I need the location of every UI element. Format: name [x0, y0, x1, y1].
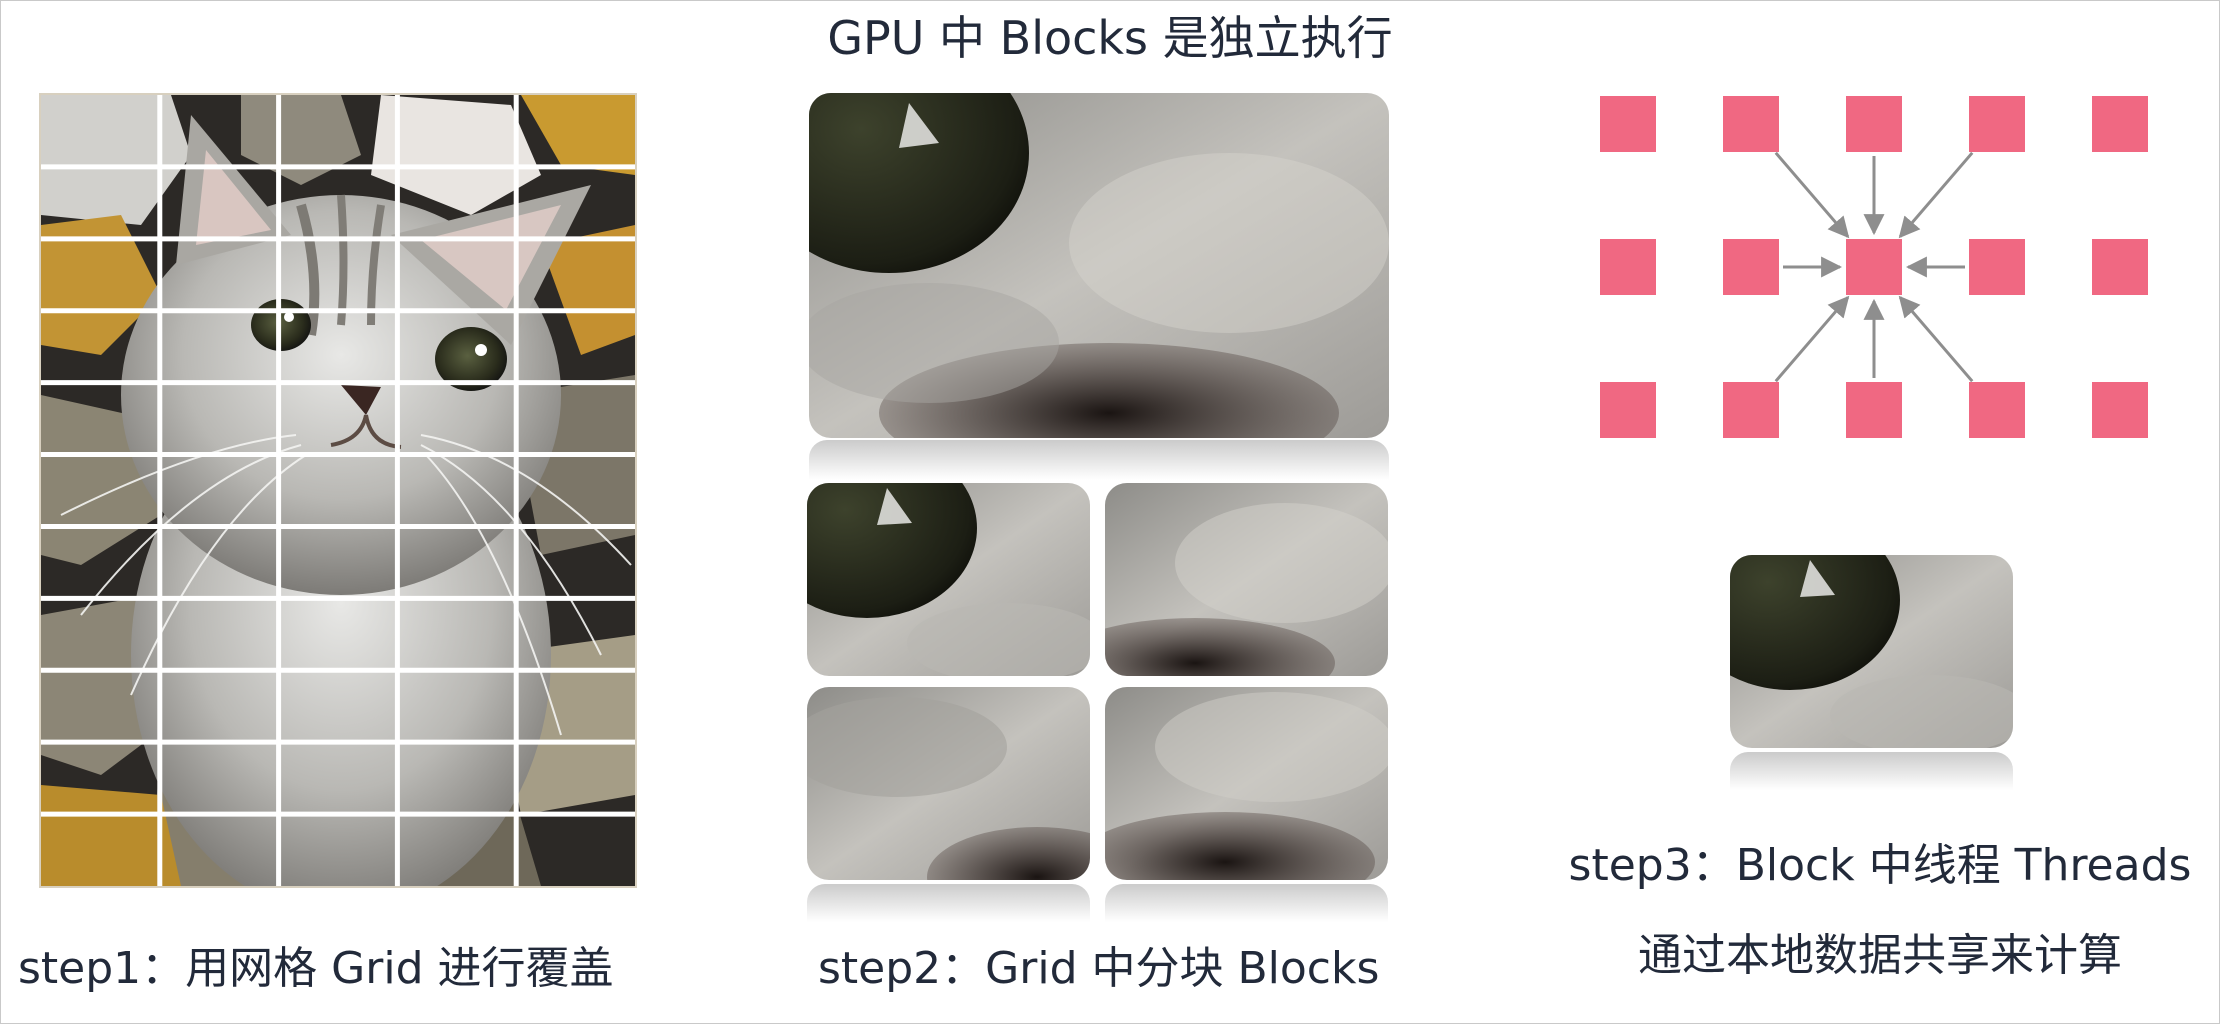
zoomed-block-bottom-left — [807, 687, 1090, 880]
data-share-arrow — [1774, 295, 1850, 383]
single-block-image — [1730, 555, 2013, 748]
thread-square — [1846, 96, 1902, 152]
thread-square — [2092, 382, 2148, 438]
zoomed-block-large — [809, 93, 1389, 438]
fur-closeup-image — [1105, 483, 1388, 676]
step3-caption-line1: step3：Block 中线程 Threads — [1568, 840, 2192, 891]
thread-square — [2092, 96, 2148, 152]
thread-square — [1600, 382, 1656, 438]
thread-square — [1600, 239, 1656, 295]
cat-photo-illustration — [41, 95, 635, 886]
data-share-arrow — [1774, 151, 1850, 239]
step3-caption-line2: 通过本地数据共享来计算 — [1638, 930, 2122, 981]
data-share-arrow — [1898, 151, 1974, 239]
reflection — [1105, 884, 1388, 924]
zoomed-block-top-right — [1105, 483, 1388, 676]
fur-closeup-image — [1105, 687, 1388, 880]
thread-square — [1969, 96, 2025, 152]
grid-overlay — [41, 95, 635, 886]
step2-caption: step2：Grid 中分块 Blocks — [818, 943, 1380, 994]
slide-title: GPU 中 Blocks 是独立执行 — [827, 11, 1393, 65]
thread-square — [1600, 96, 1656, 152]
thread-square — [1723, 96, 1779, 152]
reflection — [809, 440, 1389, 482]
fur-closeup-image — [807, 483, 1090, 676]
thread-square — [1723, 239, 1779, 295]
thread-square — [1846, 239, 1902, 295]
zoomed-block-bottom-right — [1105, 687, 1388, 880]
thread-square — [1723, 382, 1779, 438]
fur-closeup-image — [1730, 555, 2013, 748]
cat-photo-with-grid — [39, 93, 637, 888]
fur-closeup-image — [807, 687, 1090, 880]
data-share-arrow — [1898, 295, 1974, 383]
reflection — [1730, 752, 2013, 792]
thread-square — [1846, 382, 1902, 438]
thread-square — [1969, 382, 2025, 438]
thread-square — [2092, 239, 2148, 295]
threads-diagram — [1600, 96, 2148, 438]
step1-caption: step1：用网格 Grid 进行覆盖 — [18, 943, 614, 994]
zoomed-block-top-left — [807, 483, 1090, 676]
reflection — [807, 884, 1090, 924]
thread-square — [1969, 239, 2025, 295]
fur-closeup-image — [809, 93, 1389, 438]
